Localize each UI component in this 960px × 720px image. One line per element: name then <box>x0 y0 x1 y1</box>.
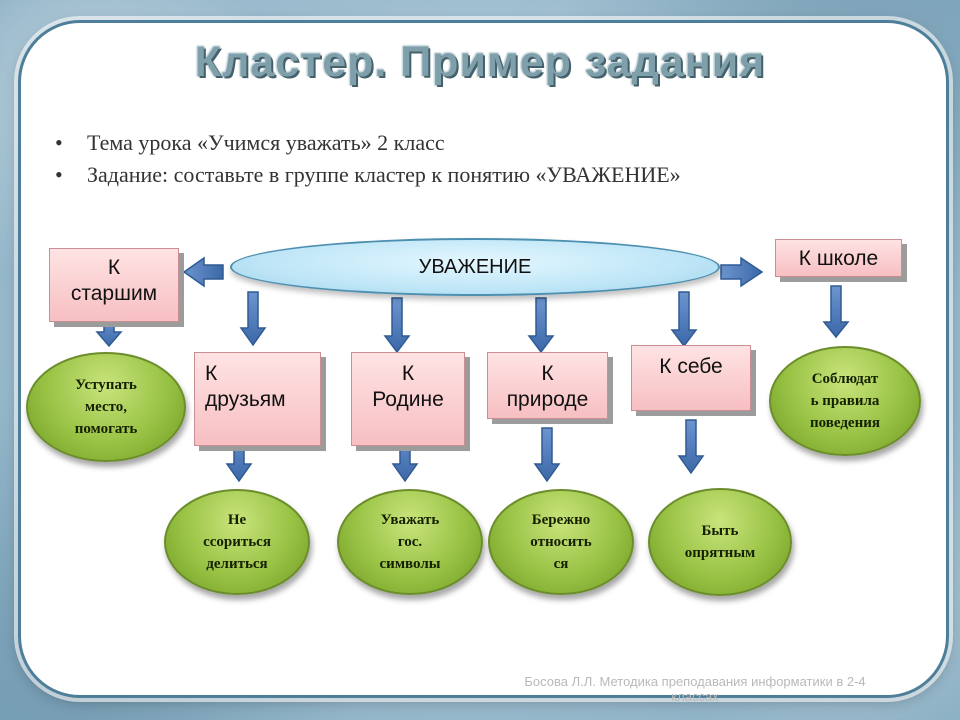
outcome-line: Уважать <box>380 512 440 528</box>
outcome-line: ся <box>553 556 569 572</box>
arrow-down-nature-outcome <box>533 427 561 483</box>
category-nature: К природе <box>487 352 608 419</box>
outcome-line: гос. <box>397 534 423 550</box>
category-label-line: К <box>541 362 554 385</box>
outcome-text: Уважать гос. символы <box>380 509 441 575</box>
category-label-line: К <box>107 256 121 279</box>
outcome-line: Быть <box>701 523 739 539</box>
outcome-friends: Не ссориться делиться <box>164 489 310 595</box>
bullet-marker: • <box>55 162 63 187</box>
category-label-line: старшим <box>70 282 158 305</box>
center-node-label: УВАЖЕНИЕ <box>418 255 532 278</box>
category-label-line: природе <box>506 388 589 411</box>
outcome-text: Уступать место, помогать <box>75 374 138 440</box>
arrow-down-elders <box>95 317 123 348</box>
bullet-text: Тема урока «Учимся уважать» 2 класс <box>87 130 445 155</box>
outcome-line: помогать <box>74 421 138 437</box>
arrow-down-motherland <box>383 297 411 354</box>
bullet-list: • Тема урока «Учимся уважать» 2 класс • За… <box>55 127 681 191</box>
footer-credit: Босова Л.Л. Методика преподавания информ… <box>480 674 910 704</box>
arrow-down-nature <box>527 297 555 354</box>
outcome-text: Не ссориться делиться <box>203 509 271 575</box>
outcome-line: место, <box>84 399 128 415</box>
outcome-line: ссориться <box>203 534 271 550</box>
outcome-text: Бережно относить ся <box>530 509 591 575</box>
outcome-line: Соблюдат <box>811 371 879 387</box>
category-label-line: друзьям <box>205 388 286 411</box>
outcome-line: символы <box>379 556 441 572</box>
outcome-line: ь правила <box>810 393 880 409</box>
outcome-text: Соблюдат ь правила поведения <box>810 368 880 434</box>
outcome-line: Бережно <box>531 512 591 528</box>
category-label-line: К <box>401 362 415 385</box>
outcome-line: Уступать <box>75 377 137 393</box>
outcome-line: поведения <box>810 415 880 431</box>
category-elders: К старшим <box>49 248 179 322</box>
arrow-down-friends <box>239 291 267 347</box>
outcome-elders: Уступать место, помогать <box>26 352 186 462</box>
arrow-right <box>720 256 764 288</box>
footer-line: Босова Л.Л. Методика преподавания информ… <box>524 674 866 689</box>
category-motherland: К Родине <box>351 352 465 446</box>
outcome-line: Не <box>227 512 247 528</box>
category-friends: К друзьям <box>194 352 321 446</box>
outcome-motherland: Уважать гос. символы <box>337 489 483 595</box>
outcome-nature: Бережно относить ся <box>488 489 634 595</box>
category-label-line: К <box>205 362 218 385</box>
footer-line: классах <box>671 689 719 704</box>
arrow-left <box>182 256 224 288</box>
center-node-respect: УВАЖЕНИЕ <box>230 238 720 296</box>
category-label-line: К себе <box>659 355 723 378</box>
outcome-line: относить <box>530 534 592 550</box>
category-label-line: Родине <box>372 388 444 411</box>
bullet-text: Задание: составьте в группе кластер к по… <box>87 162 681 187</box>
arrow-down-self <box>670 291 698 348</box>
outcome-line: опрятным <box>684 545 756 561</box>
bullet-item: • Тема урока «Учимся уважать» 2 класс <box>55 127 681 159</box>
category-label-line: К школе <box>798 247 879 270</box>
category-school: К школе <box>775 239 902 277</box>
outcome-school: Соблюдат ь правила поведения <box>769 346 921 456</box>
bullet-marker: • <box>55 130 63 155</box>
slide-title: Кластер. Пример задания <box>194 38 766 86</box>
outcome-line: делиться <box>206 556 268 572</box>
arrow-down-school <box>822 285 850 339</box>
bullet-item: • Задание: составьте в группе кластер к п… <box>55 159 681 191</box>
arrow-down-self-outcome <box>677 419 705 475</box>
category-self: К себе <box>631 345 751 411</box>
outcome-self: Быть опрятным <box>648 488 792 596</box>
outcome-text: Быть опрятным <box>685 520 756 564</box>
